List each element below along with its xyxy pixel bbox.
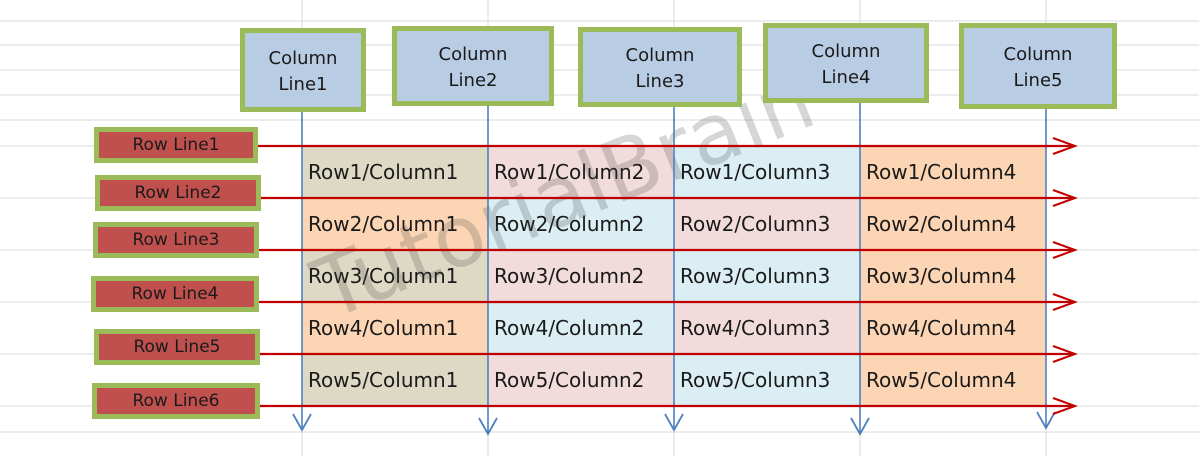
column-line-label: Column [811, 41, 881, 62]
row-line-5-box: Row Line5 [94, 329, 260, 365]
row-line-label: Row Line5 [133, 337, 221, 357]
column-line-label: Line3 [635, 71, 685, 92]
column-line-label: Column [1003, 44, 1073, 65]
row-line-4-box: Row Line4 [91, 276, 259, 312]
table-cell: Row3/Column1 [302, 250, 488, 302]
row-line-6-box: Row Line6 [92, 383, 260, 419]
column-line-label: Line4 [821, 67, 871, 88]
table-cell: Row5/Column4 [860, 354, 1046, 406]
row-line-label: Row Line6 [132, 391, 220, 411]
table-cell: Row4/Column4 [860, 302, 1046, 354]
table-cell: Row1/Column3 [674, 146, 860, 198]
row-line-label: Row Line1 [132, 135, 220, 155]
row-line-2-box: Row Line2 [95, 175, 261, 211]
column-line-label: Column [268, 48, 338, 69]
column-line-label: Column [438, 44, 508, 65]
row-line-3-box: Row Line3 [93, 222, 259, 258]
table-cell: Row3/Column4 [860, 250, 1046, 302]
table-cell: Row2/Column4 [860, 198, 1046, 250]
table-cell: Row5/Column3 [674, 354, 860, 406]
table-cell: Row2/Column3 [674, 198, 860, 250]
table-cell: Row2/Column2 [488, 198, 674, 250]
column-line-label: Line1 [278, 74, 328, 95]
table-cell: Row1/Column2 [488, 146, 674, 198]
table-cell: Row3/Column2 [488, 250, 674, 302]
table-cell: Row4/Column2 [488, 302, 674, 354]
table-cell: Row5/Column1 [302, 354, 488, 406]
table-cell: Row1/Column4 [860, 146, 1046, 198]
table-cell: Row2/Column1 [302, 198, 488, 250]
table-cell: Row3/Column3 [674, 250, 860, 302]
column-line-label: Column [625, 45, 695, 66]
row-line-1-box: Row Line1 [94, 127, 258, 163]
table-cell: Row5/Column2 [488, 354, 674, 406]
table-cell: Row1/Column1 [302, 146, 488, 198]
row-line-label: Row Line3 [132, 230, 220, 250]
row-line-label: Row Line4 [131, 284, 219, 304]
row-line-label: Row Line2 [134, 183, 222, 203]
table-cell: Row4/Column1 [302, 302, 488, 354]
column-line-label: Line2 [448, 70, 498, 91]
table-cell: Row4/Column3 [674, 302, 860, 354]
column-line-label: Line5 [1013, 70, 1063, 91]
